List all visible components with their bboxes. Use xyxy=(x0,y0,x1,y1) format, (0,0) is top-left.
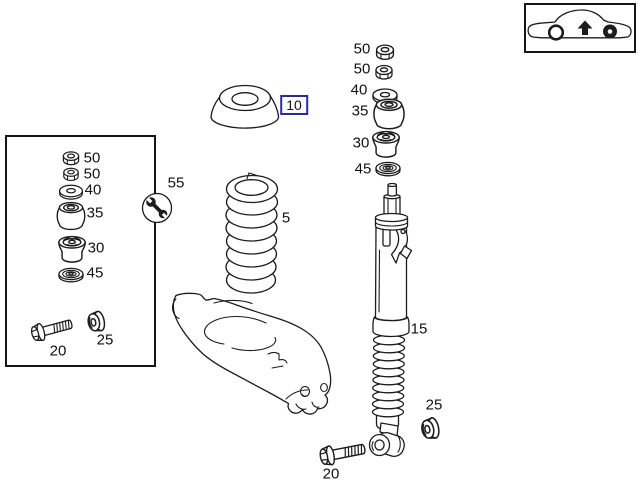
flange-nut-icon xyxy=(419,416,442,442)
callout-washer[interactable]: 40 xyxy=(350,81,368,99)
inset-callout-washer[interactable]: 40 xyxy=(84,181,102,199)
bolt-icon xyxy=(317,438,368,468)
bolt-icon xyxy=(29,314,75,344)
callout-nut-upper[interactable]: 50 xyxy=(353,40,371,58)
callout-rubber-bushing[interactable]: 35 xyxy=(351,102,369,120)
callout-nut-lower[interactable]: 50 xyxy=(353,60,371,78)
wrench-icon xyxy=(141,192,173,224)
shock-absorber-drawing xyxy=(368,182,413,458)
callout-cup-washer[interactable]: 45 xyxy=(354,160,372,178)
callout-coil-spring[interactable]: 5 xyxy=(281,209,291,227)
inset-callout-rubber-bushing[interactable]: 35 xyxy=(86,204,104,222)
shock-lower-eye xyxy=(368,422,405,458)
inset-callout-cup-washer[interactable]: 45 xyxy=(86,264,104,282)
inset-callout-nut-lower[interactable]: 50 xyxy=(83,165,101,183)
inset-callout-nut-upper[interactable]: 50 xyxy=(83,149,101,167)
hex-nut-icon xyxy=(63,167,79,181)
hex-nut-icon xyxy=(375,64,393,80)
car-side-icon[interactable] xyxy=(527,9,632,41)
callout-tool[interactable]: 55 xyxy=(167,174,185,192)
control-arm-drawing xyxy=(171,292,332,415)
fastener-column-drawings xyxy=(372,44,405,177)
cup-washer-icon xyxy=(375,161,401,177)
callout-nut-main[interactable]: 25 xyxy=(425,396,443,414)
rubber-mount-icon xyxy=(372,130,400,158)
callout-rubber-mount[interactable]: 30 xyxy=(352,134,370,152)
rubber-bushing-icon xyxy=(56,201,86,231)
nut-drawing-main xyxy=(419,416,442,442)
bolt-drawing-main xyxy=(317,438,368,468)
callout-shock-absorber[interactable]: 15 xyxy=(410,320,428,338)
inset-callout-nut[interactable]: 25 xyxy=(96,331,114,349)
axle-arrow-icon xyxy=(577,20,593,35)
spring-seat-drawing xyxy=(210,84,280,129)
rubber-bushing-icon xyxy=(373,98,405,130)
hex-nut-icon xyxy=(375,44,395,60)
cup-washer-icon xyxy=(58,267,84,283)
hex-nut-icon xyxy=(62,151,80,166)
inset-callout-bolt[interactable]: 20 xyxy=(49,342,67,360)
rubber-mount-icon xyxy=(58,235,86,263)
inset-callout-rubber-mount[interactable]: 30 xyxy=(87,239,105,257)
rear-wheel-icon xyxy=(547,24,565,41)
shock-bellows xyxy=(371,334,406,418)
coil-spring-drawing xyxy=(225,172,279,294)
flange-nut-icon xyxy=(85,309,107,334)
callout-bolt-main[interactable]: 20 xyxy=(322,465,340,483)
washer-icon xyxy=(58,184,84,200)
callout-spring-seat-selected[interactable]: 10 xyxy=(280,95,308,115)
